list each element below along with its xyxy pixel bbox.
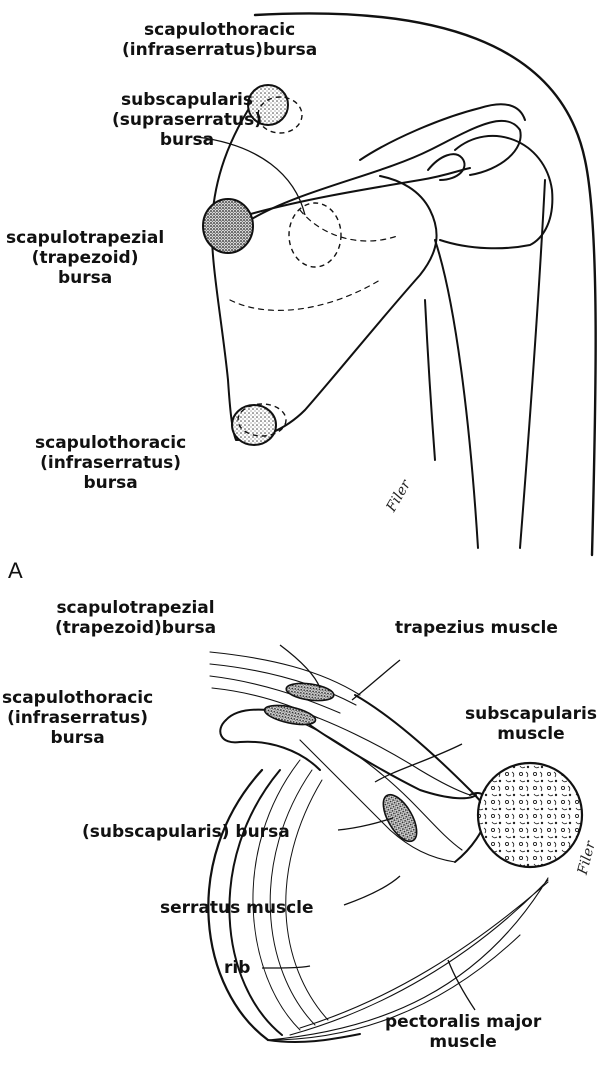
label-rib: rib — [224, 958, 250, 978]
label-line: (subscapularis) bursa — [82, 822, 290, 842]
label-line: scapulotrapezial — [55, 598, 216, 618]
humeral-head-section — [478, 763, 582, 867]
label-subscapularis-bursa: subscapularis (supraserratus) bursa — [112, 90, 262, 150]
panel-letter-a: A — [8, 558, 23, 584]
label-line: subscapularis — [465, 704, 597, 724]
label-scapulotrapezial-a: scapulotrapezial (trapezoid) bursa — [6, 228, 164, 288]
label-serratus-muscle: serratus muscle — [160, 898, 314, 918]
label-line: bursa — [6, 268, 164, 288]
humerus-outline — [435, 180, 545, 548]
humeral-head — [440, 136, 552, 248]
label-line: (infraserratus)bursa — [122, 40, 317, 60]
label-line: rib — [224, 958, 250, 978]
acromion — [250, 121, 521, 220]
subscapular-fossa-rim — [230, 210, 400, 310]
label-line: (infraserratus) — [35, 453, 186, 473]
scapular-spine — [247, 168, 470, 215]
label-line: muscle — [465, 724, 597, 744]
label-line: pectoralis major — [385, 1012, 541, 1032]
label-line: (trapezoid)bursa — [55, 618, 216, 638]
label-subscapularis-bursa-b: (subscapularis) bursa — [82, 822, 290, 842]
label-line: (supraserratus) — [112, 110, 262, 130]
label-line: (infraserratus) — [2, 708, 153, 728]
label-line: serratus muscle — [160, 898, 314, 918]
label-line: scapulothoracic — [35, 433, 186, 453]
label-line: bursa — [35, 473, 186, 493]
bursa-subscapularis-dashed — [289, 203, 341, 267]
label-line: subscapularis — [112, 90, 262, 110]
label-line: scapulotrapezial — [6, 228, 164, 248]
label-line: trapezius muscle — [395, 618, 558, 638]
panel-b-leaders — [262, 645, 475, 1010]
label-line: scapulothoracic — [122, 20, 317, 40]
label-line: bursa — [2, 728, 153, 748]
label-subscapularis-muscle: subscapularis muscle — [465, 704, 597, 744]
label-line: (trapezoid) — [6, 248, 164, 268]
label-scapulotrapezial-b: scapulotrapezial (trapezoid)bursa — [55, 598, 216, 638]
label-pectoralis-major: pectoralis major muscle — [385, 1012, 541, 1052]
label-scapulothoracic-top: scapulothoracic (infraserratus)bursa — [122, 20, 317, 60]
label-trapezius-muscle: trapezius muscle — [395, 618, 558, 638]
arm-outline — [255, 13, 596, 555]
bursa-scapulotrapezial — [203, 199, 253, 253]
label-line: bursa — [112, 130, 262, 150]
scapula-outline — [212, 110, 437, 440]
serratus-muscle — [253, 760, 328, 1030]
label-line: scapulothoracic — [2, 688, 153, 708]
bursa-scapulotrapezial-b — [285, 681, 335, 704]
label-line: muscle — [385, 1032, 541, 1052]
label-scapulothoracic-b: scapulothoracic (infraserratus) bursa — [2, 688, 153, 748]
label-scapulothoracic-bottom: scapulothoracic (infraserratus) bursa — [35, 433, 186, 493]
